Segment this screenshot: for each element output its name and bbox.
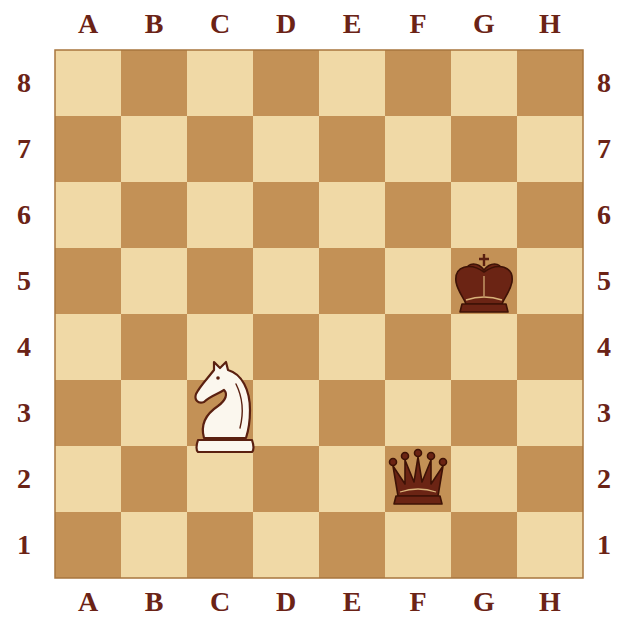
file-label: A (78, 10, 98, 38)
file-label: C (210, 10, 230, 38)
rank-label: 2 (597, 465, 611, 493)
file-label: C (210, 588, 230, 616)
rank-label: 1 (597, 531, 611, 559)
file-label: E (343, 10, 362, 38)
file-label: E (343, 588, 362, 616)
board-squares (55, 50, 583, 578)
file-label: A (78, 588, 98, 616)
rank-label: 1 (17, 531, 31, 559)
rank-label: 6 (597, 201, 611, 229)
file-label: G (473, 588, 495, 616)
rank-label: 2 (17, 465, 31, 493)
file-label: B (145, 10, 164, 38)
rank-label: 8 (17, 69, 31, 97)
rank-label: 3 (597, 399, 611, 427)
file-label: F (409, 588, 426, 616)
rank-label: 5 (17, 267, 31, 295)
white-knight (195, 362, 253, 452)
rank-label: 4 (17, 333, 31, 361)
file-label: D (276, 588, 296, 616)
rank-label: 7 (17, 135, 31, 163)
file-label: F (409, 10, 426, 38)
file-label: B (145, 588, 164, 616)
black-queen (390, 450, 447, 505)
black-king (456, 254, 512, 312)
file-label: H (539, 10, 561, 38)
rank-label: 5 (597, 267, 611, 295)
file-label: H (539, 588, 561, 616)
file-label: G (473, 10, 495, 38)
rank-label: 8 (597, 69, 611, 97)
rank-label: 3 (17, 399, 31, 427)
rank-label: 7 (597, 135, 611, 163)
rank-label: 4 (597, 333, 611, 361)
rank-label: 6 (17, 201, 31, 229)
file-label: D (276, 10, 296, 38)
